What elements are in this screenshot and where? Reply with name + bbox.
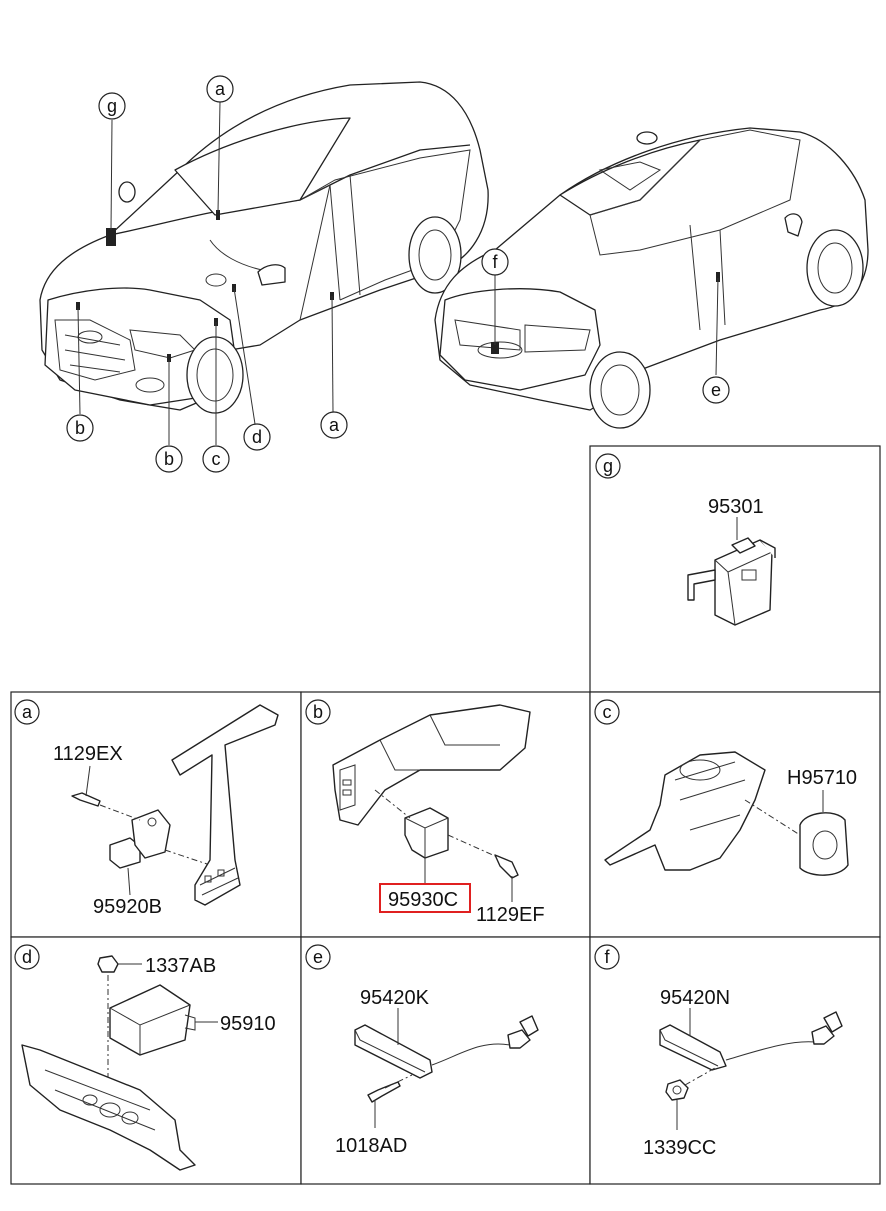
part-1129EF-bolt (494, 854, 519, 902)
part-label-H95710: H95710 (787, 767, 857, 789)
part-label-95420K: 95420K (360, 987, 430, 1009)
highlight-box-95930C (379, 883, 471, 913)
part-H95710-sensor (799, 790, 849, 876)
part-95301-module (687, 517, 776, 626)
callout-a-bottom: a (320, 411, 348, 439)
part-label-1129EX: 1129EX (53, 743, 123, 765)
panel-f-letter: f (594, 944, 620, 970)
callout-a-bottom-label: a (329, 415, 340, 435)
panel-c-letter-text: c (603, 702, 612, 722)
part-label-1129EF: 1129EF (476, 904, 545, 926)
callout-b-left-label: b (75, 418, 85, 438)
front-rail-bracket (332, 704, 531, 826)
part-label-95930C: 95930C (388, 889, 458, 911)
panel-b-letter-text: b (313, 702, 323, 722)
panel-e-letter-text: e (313, 947, 323, 967)
dash-panel-bracket (21, 1044, 196, 1171)
callout-c-label: c (212, 449, 221, 469)
panel-c-letter: c (594, 699, 620, 725)
front-car-illustration (39, 81, 489, 445)
panel-e-letter: e (305, 944, 331, 970)
pillar-a-bracket (171, 704, 279, 906)
part-95910-module (109, 984, 218, 1056)
callout-b-right: b (155, 445, 183, 473)
panel-a-letter-text: a (22, 702, 33, 722)
callout-d-label: d (252, 427, 262, 447)
part-95420K-antenna (354, 1008, 539, 1079)
part-label-1018AD: 1018AD (335, 1135, 407, 1157)
panel-f (589, 936, 881, 1185)
callout-b-right-label: b (164, 449, 174, 469)
wheel-housing-bracket (604, 751, 766, 871)
callout-e-label: e (711, 380, 721, 400)
part-95420N-antenna (659, 1008, 843, 1071)
panel-d-letter-text: d (22, 947, 32, 967)
panel-d-letter: d (14, 944, 40, 970)
panel-g-letter: g (595, 453, 621, 479)
part-label-95920B: 95920B (93, 896, 162, 918)
callout-b-left: b (66, 414, 94, 442)
part-label-95910: 95910 (220, 1013, 276, 1035)
callout-e: e (702, 376, 730, 404)
part-label-1337AB: 1337AB (145, 955, 216, 977)
callout-c: c (202, 445, 230, 473)
callout-f-label: f (492, 252, 498, 272)
part-label-95301: 95301 (708, 496, 764, 518)
callout-a-top: a (206, 75, 234, 103)
part-1339CC-nut (665, 1079, 689, 1130)
callout-g-top: g (98, 92, 126, 120)
panel-a-letter: a (14, 699, 40, 725)
rear-car-illustration (434, 127, 869, 429)
part-1018AD-screw (367, 1081, 401, 1128)
panel-f-letter-text: f (604, 947, 610, 967)
panel-e (300, 936, 591, 1185)
callout-f: f (481, 248, 509, 276)
part-label-1339CC: 1339CC (643, 1137, 716, 1159)
callout-d: d (243, 423, 271, 451)
part-1337AB-nut (97, 955, 142, 973)
part-1129EX-bolt (71, 765, 101, 807)
part-95920B-sensor (109, 809, 171, 896)
callout-g-top-label: g (107, 96, 117, 116)
panel-g-letter-text: g (603, 456, 613, 476)
panel-b-letter: b (305, 699, 331, 725)
part-label-95420N: 95420N (660, 987, 730, 1009)
part-95930C-sensor (404, 807, 449, 885)
callout-a-top-label: a (215, 79, 226, 99)
